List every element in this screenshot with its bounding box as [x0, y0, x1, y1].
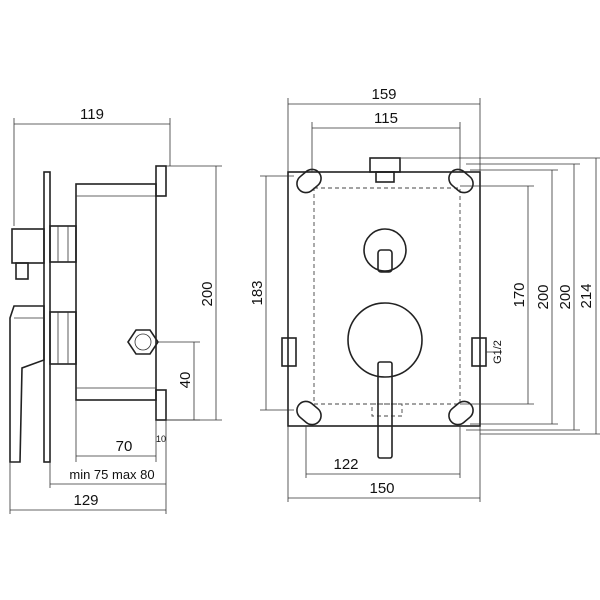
diverter-knob: [377, 249, 393, 273]
dim-front-inner-width: 115: [374, 110, 398, 127]
dim-front-width: 159: [371, 86, 396, 103]
right-port: [471, 337, 487, 367]
mounting-ear-top: [155, 165, 167, 197]
mount-slot-bl: [296, 400, 322, 426]
dim-front-bottom-total: 150: [369, 480, 394, 497]
mounting-ear-bottom: [155, 389, 167, 421]
side-view: 119 200 40 70 10 min 75 max 80 129: [9, 106, 222, 514]
dim-port-offset: 40: [177, 372, 194, 389]
top-nozzle-base: [375, 171, 395, 183]
dim-flange: 10: [156, 434, 166, 444]
dim-front-outer-height: 200: [557, 284, 574, 309]
dim-front-total-height: 214: [578, 283, 595, 308]
valve-body-front: [287, 171, 481, 427]
bottom-port: [371, 403, 403, 417]
dim-side-total: 129: [73, 492, 98, 509]
mount-slot-tr: [448, 168, 474, 194]
mixer-lever: [377, 361, 393, 459]
dim-front-mid-height: 200: [535, 284, 552, 309]
upper-knob: [11, 228, 45, 264]
dim-front-left-height: 183: [249, 280, 266, 305]
mount-slot-br: [448, 400, 474, 426]
dim-side-height: 200: [199, 281, 216, 306]
hex-port-bore: [134, 333, 152, 351]
valve-body-side: [75, 183, 157, 401]
front-view: 159 115 183 170 200 200 214 G1/2: [249, 86, 600, 502]
dim-front-bottom-inner: 122: [333, 456, 358, 473]
dim-front-inner-height: 170: [511, 282, 528, 307]
dim-side-width: 119: [80, 106, 104, 123]
diverter-circle: [363, 228, 407, 272]
lower-collar: [49, 311, 77, 365]
thread-label: G1/2: [492, 340, 504, 364]
upper-knob-stem: [15, 262, 29, 280]
upper-collar: [49, 225, 77, 263]
mixer-circle: [347, 302, 423, 378]
top-nozzle: [369, 157, 401, 173]
inner-outline: [313, 187, 461, 405]
cover-plate: [43, 171, 51, 463]
left-port: [281, 337, 297, 367]
dim-side-depth: 70: [116, 438, 133, 455]
mount-slot-tl: [296, 168, 322, 194]
dim-range: min 75 max 80: [69, 467, 154, 482]
lever-handle: [9, 305, 45, 463]
